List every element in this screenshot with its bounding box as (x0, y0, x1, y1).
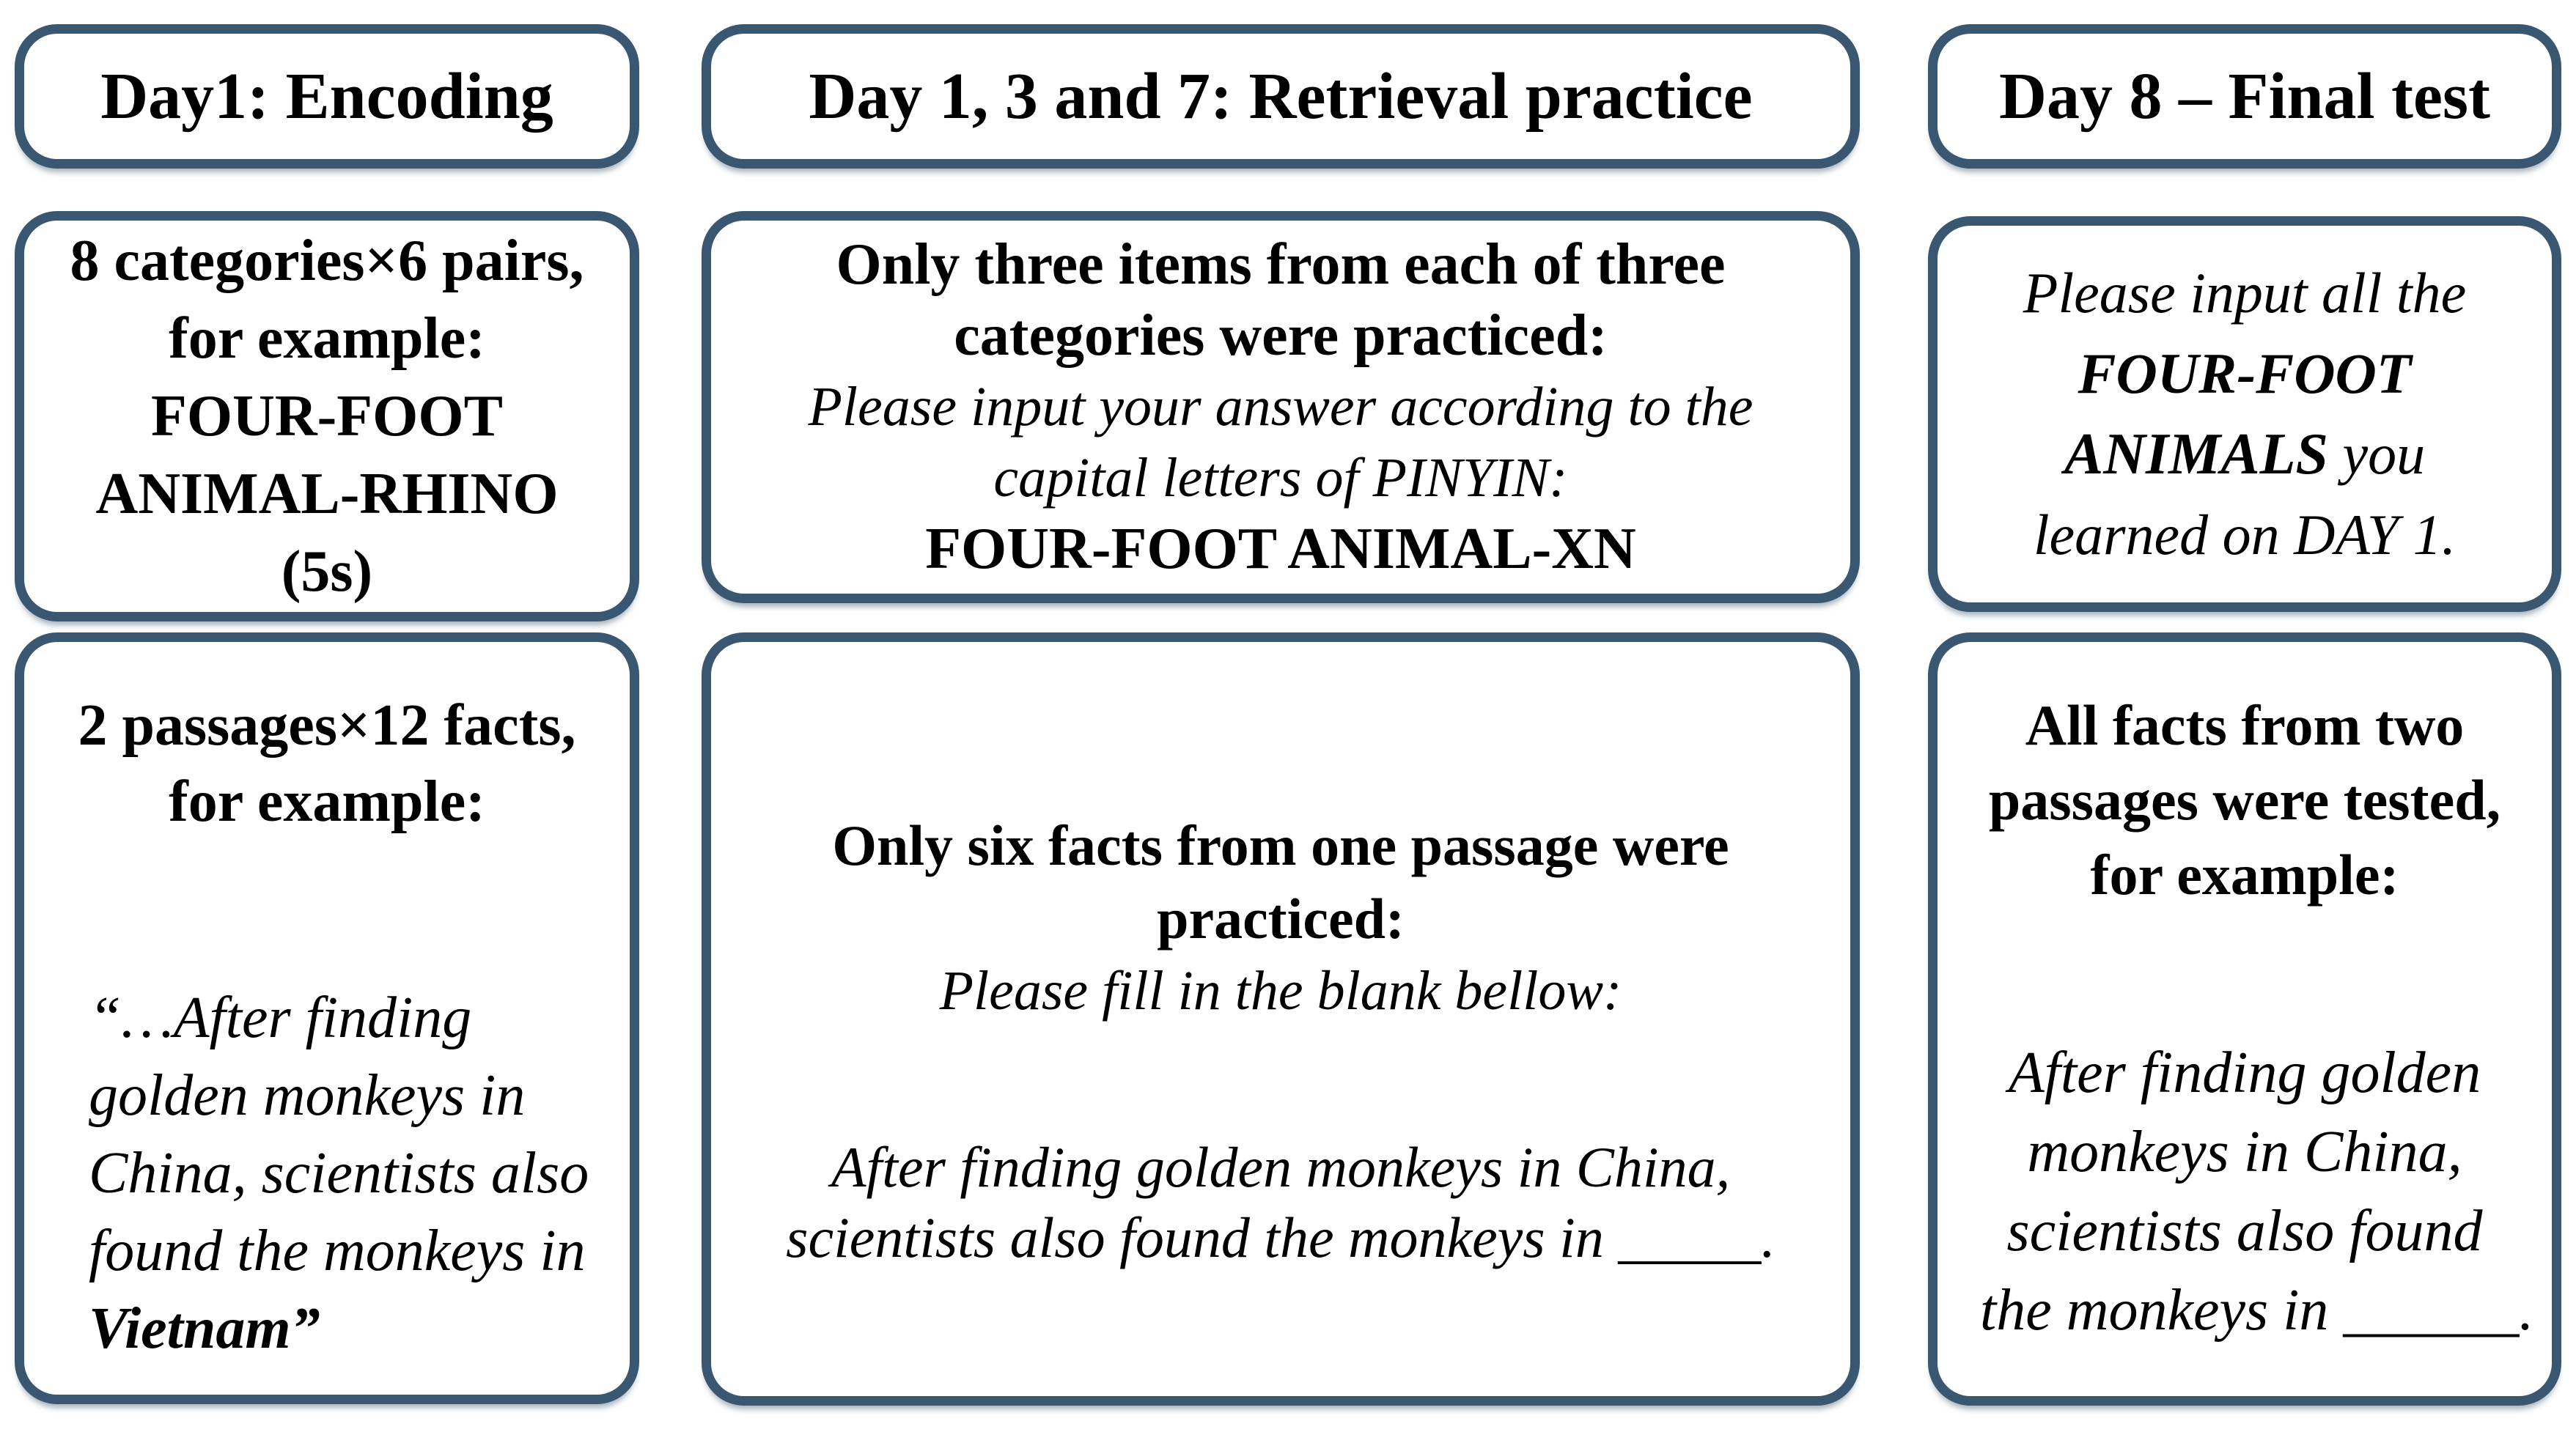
retrieval-practice-header-label: Day 1, 3 and 7: Retrieval practice (809, 60, 1753, 133)
final-test-facts-box: All facts from two passages were tested,… (1928, 632, 2561, 1406)
facts-tested-heading-line3: for example: (2090, 843, 2399, 907)
final-pairs-line4: learned on DAY 1. (2033, 503, 2457, 566)
for-example-line: for example: (169, 306, 485, 371)
test-sentence-blank-line: the monkeys in ______. (1980, 1278, 2534, 1343)
pairs-practiced-heading-line1: Only three items from each of three (836, 232, 1726, 297)
encoding-header-label: Day1: Encoding (100, 60, 553, 133)
final-test-header-box: Day 8 – Final test (1928, 24, 2561, 169)
pairs-practiced-heading-line2: categories were practiced: (954, 303, 1608, 368)
pairs-instruction-line2: capital letters of PINYIN: (993, 447, 1568, 509)
final-pairs-line1: Please input all the (2023, 261, 2467, 325)
facts-tested-heading-line2: passages were tested, (1988, 768, 2501, 832)
facts-practiced-heading-line1: Only six facts from one passage were (832, 813, 1729, 877)
fill-blank-sentence-line2: scientists also found the monkeys in ___… (786, 1206, 1775, 1269)
final-pairs-line3-rest: you (2328, 422, 2426, 486)
retrieval-facts-box: Only six facts from one passage were pra… (702, 632, 1860, 1406)
facts-count-line: 2 passages×12 facts, (78, 693, 576, 758)
passage-line: found the monkeys in (89, 1219, 586, 1283)
test-sentence-line3: scientists also found (2006, 1199, 2483, 1263)
facts-practiced-heading-line2: practiced: (1157, 887, 1405, 951)
final-test-header-label: Day 8 – Final test (1999, 60, 2490, 133)
retrieval-cue-line: FOUR-FOOT ANIMAL-XN (925, 517, 1636, 581)
duration-line: (5s) (281, 539, 373, 604)
retrieval-pairs-box: Only three items from each of three cate… (702, 211, 1860, 603)
passage-line: “…After finding (89, 986, 472, 1050)
pairs-instruction-line1: Please input your answer according to th… (808, 376, 1753, 438)
pair-category-line: FOUR-FOOT (151, 384, 503, 449)
encoding-pairs-box: 8 categories×6 pairs, for example: FOUR-… (15, 211, 639, 621)
fill-blank-instruction-line: Please fill in the blank bellow: (939, 960, 1622, 1022)
encoding-header-box: Day1: Encoding (15, 24, 639, 169)
pair-target-line: ANIMAL-RHINO (95, 462, 559, 526)
final-pairs-line2: FOUR-FOOT (2078, 342, 2412, 405)
test-sentence-line2: monkeys in China, (2027, 1120, 2462, 1184)
facts-tested-heading-line1: All facts from two (2025, 693, 2465, 757)
retrieval-practice-header-box: Day 1, 3 and 7: Retrieval practice (702, 24, 1860, 169)
passage-line: China, scientists also (89, 1141, 589, 1206)
encoding-facts-box: 2 passages×12 facts, for example: “…Afte… (15, 632, 639, 1404)
test-sentence-line1: After finding golden (2008, 1041, 2481, 1105)
fill-blank-sentence-line1: After finding golden monkeys in China, (831, 1135, 1731, 1199)
passage-answer-emphasis: Vietnam” (89, 1296, 320, 1361)
final-pairs-line3: ANIMALS you (2058, 414, 2431, 495)
final-pairs-line3-emphasis: ANIMALS (2064, 422, 2328, 487)
for-example-line: for example: (169, 769, 485, 834)
pairs-count-line: 8 categories×6 pairs, (70, 229, 584, 293)
final-test-pairs-box: Please input all the FOUR-FOOT ANIMALS y… (1928, 216, 2561, 612)
passage-line: golden monkeys in (89, 1063, 526, 1128)
